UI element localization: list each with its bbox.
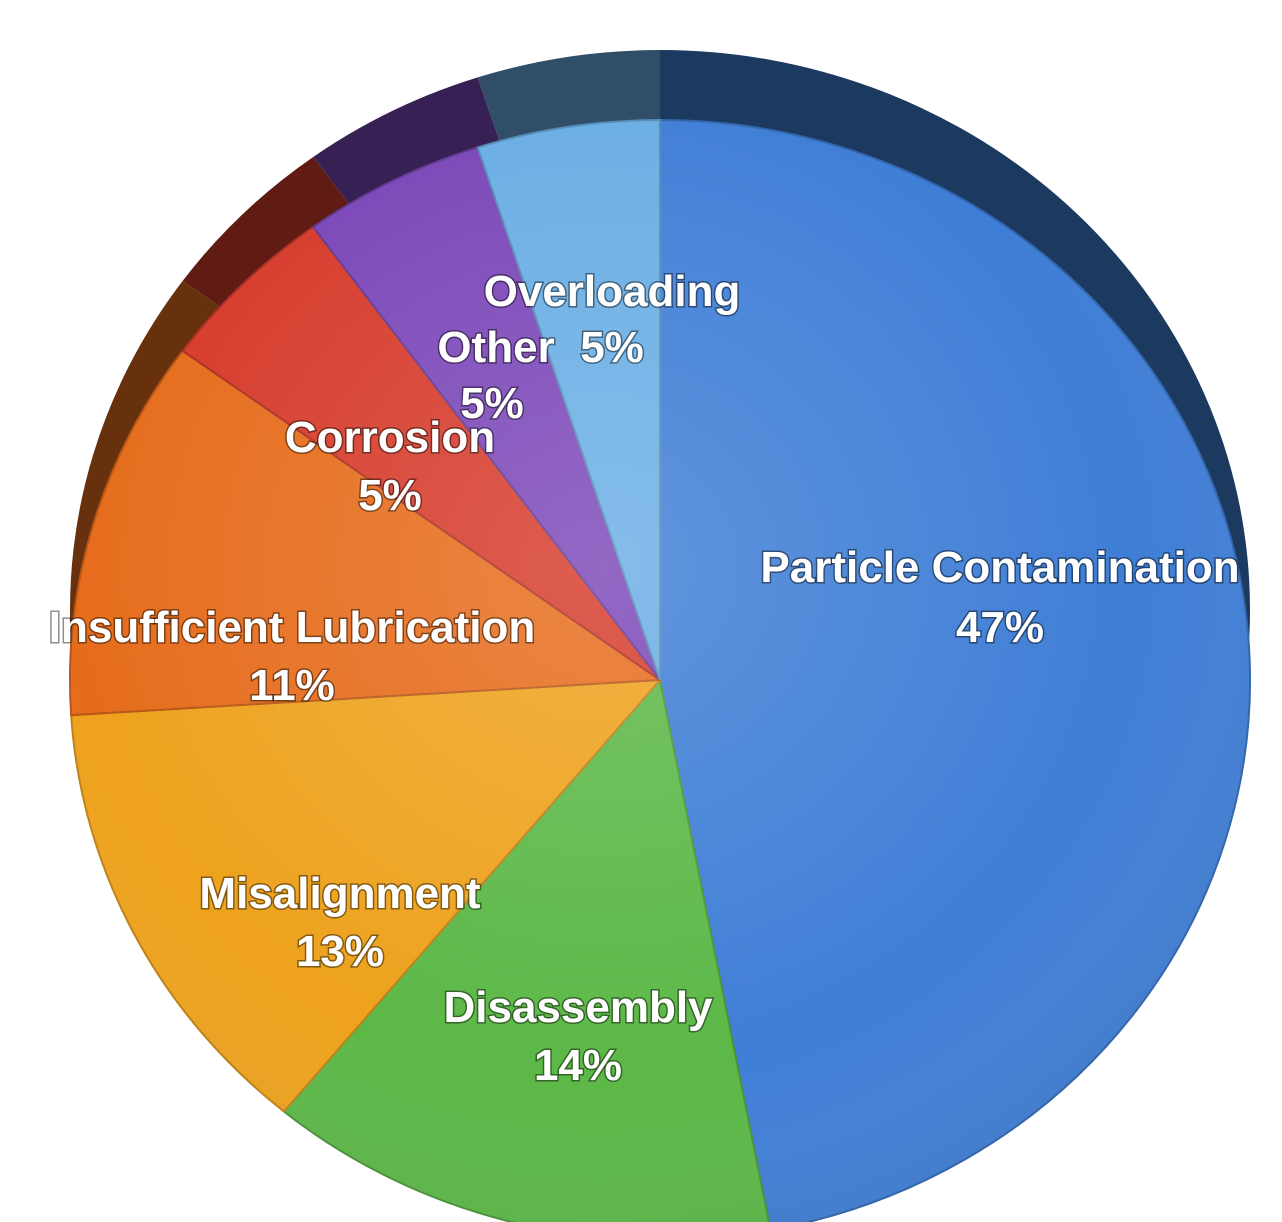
slice-value-overloading: 5%: [460, 379, 524, 428]
slice-value-misalignment: 13%: [296, 927, 384, 976]
slice-label-overloading: Overloading: [484, 267, 741, 316]
pie-slice-particle-contamination: [659, 118, 1251, 1222]
slice-label-other: Other: [437, 323, 554, 372]
slice-label-corrosion: Corrosion: [285, 413, 495, 462]
slice-value-disassembly: 14%: [534, 1041, 622, 1090]
slice-label-disassembly: Disassembly: [443, 983, 713, 1032]
pie-labels: Particle Contamination 47% Disassembly 1…: [47, 266, 1241, 1092]
slice-value-corrosion: 5%: [358, 471, 422, 520]
slice-value-other: 5%: [580, 323, 644, 372]
slice-label-particle-contamination: Particle Contamination: [760, 543, 1239, 592]
slice-value-insufficient-lubrication: 11%: [249, 661, 335, 710]
slice-value-particle-contamination: 47%: [956, 603, 1044, 652]
slice-label-misalignment: Misalignment: [199, 869, 480, 918]
slice-label-insufficient-lubrication: Insufficient Lubrication: [49, 603, 535, 652]
